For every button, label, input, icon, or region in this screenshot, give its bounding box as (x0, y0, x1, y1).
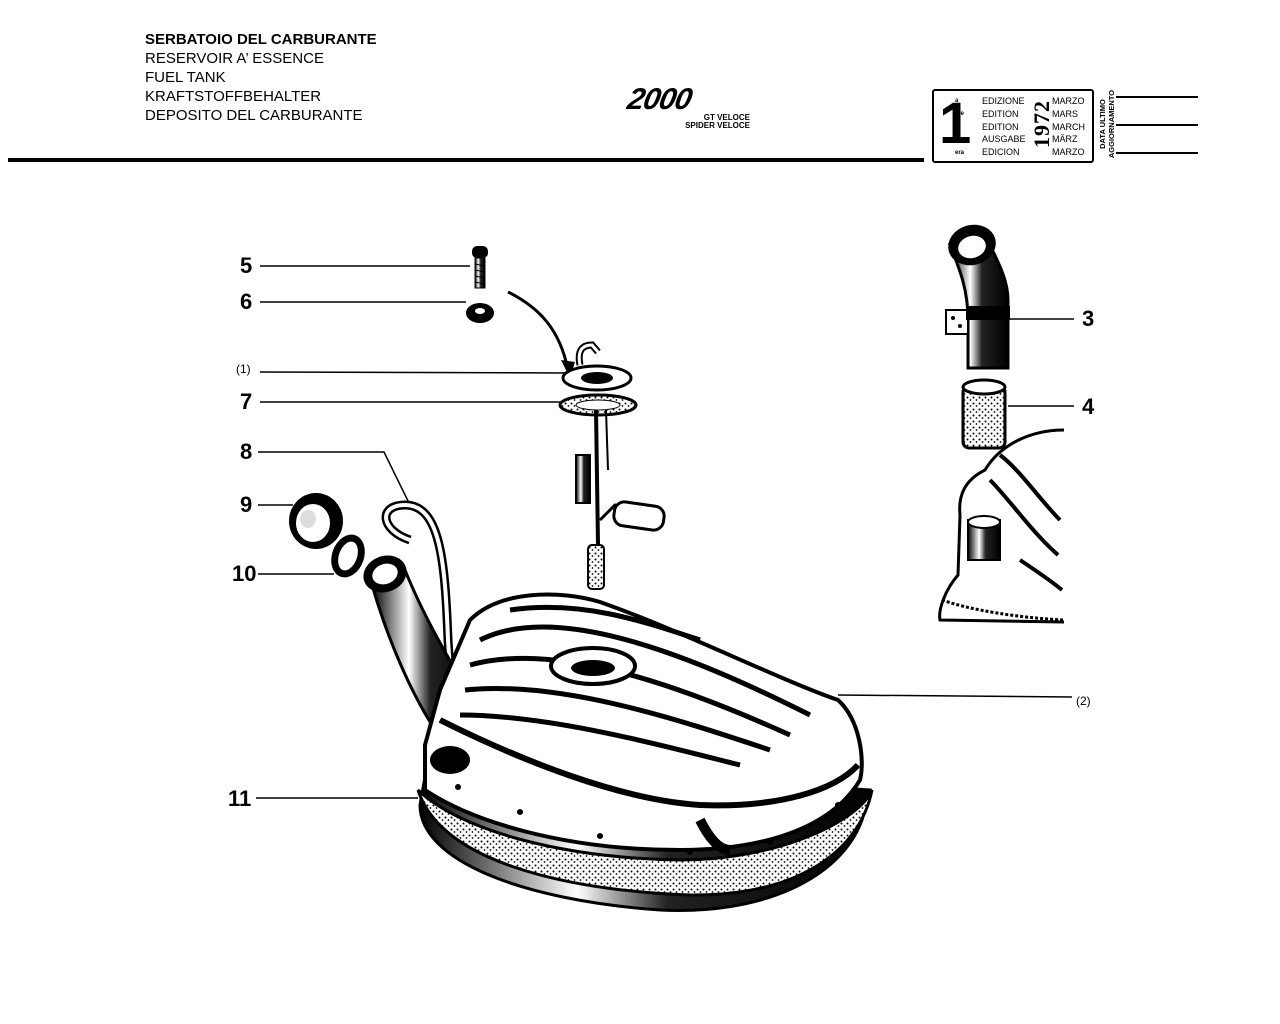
fuel-tank (416, 592, 874, 912)
washer-part (466, 303, 494, 323)
filler-hose-sleeve (961, 378, 1007, 450)
header-divider (8, 158, 924, 162)
callout-8: 8 (240, 439, 253, 464)
model-logo: 2000 GT VELOCE SPIDER VELOCE (625, 83, 754, 130)
title-spanish: DEPOSITO DEL CARBURANTE (145, 107, 363, 124)
callout-1: (1) (236, 362, 251, 376)
screw-part (472, 246, 488, 289)
edition-suffix: a (955, 98, 959, 104)
edition-month: MÄRZ (1052, 134, 1078, 145)
edition-suffix: st (955, 124, 961, 130)
callout-4: 4 (1082, 394, 1095, 419)
edition-words: EDIZIONE EDITION EDITION AUSGABE EDICION (982, 95, 1026, 159)
leader-lines (256, 265, 1074, 799)
tank-detail-inset (938, 428, 1065, 624)
edition-word: EDITION (982, 108, 1019, 119)
edition-suffix: era (955, 150, 965, 156)
edition-word: EDIZIONE (982, 96, 1025, 106)
title-german: KRAFTSTOFFBEHALTER (145, 88, 322, 105)
callout-2: (2) (1076, 694, 1091, 708)
callout-10: 10 (232, 561, 257, 586)
edition-number: 1 (939, 91, 972, 156)
callout-5: 5 (240, 253, 253, 278)
edition-month: MARZO (1052, 96, 1085, 106)
model-line-spider: SPIDER VELOCE (685, 121, 750, 130)
edition-month: MARS (1052, 108, 1079, 119)
update-date-line (1116, 124, 1198, 126)
model-line-gt: GT VELOCE (703, 113, 750, 122)
title-english: FUEL TANK (145, 69, 226, 86)
edition-word: EDICION (982, 147, 1020, 158)
edition-month: MARZO (1052, 147, 1085, 158)
fuel-level-sender (558, 341, 666, 590)
title-block: SERBATOIO DEL CARBURANTE RESERVOIR A’ ES… (145, 30, 377, 125)
edition-months: MARZO MARS MARCH MÄRZ MARZO (1052, 95, 1085, 159)
assembly-arrow (507, 290, 570, 371)
callout-7: 7 (240, 389, 253, 414)
leader-1 (259, 371, 569, 374)
leader-2 (837, 694, 1073, 698)
cap-seal (331, 534, 365, 578)
assembly-arrow-head (561, 360, 575, 378)
callout-9: 9 (240, 492, 253, 517)
filler-cap (289, 493, 343, 549)
title-italian: SERBATOIO DEL CARBURANTE (145, 31, 377, 48)
edition-suffix: . (955, 137, 957, 143)
title-french: RESERVOIR A’ ESSENCE (145, 50, 324, 67)
edition-month: MARCH (1052, 121, 1085, 132)
edition-stamp: 1 a ère st . era EDIZIONE EDITION EDITIO… (932, 89, 1094, 163)
leader-8 (258, 451, 411, 506)
edition-word: AUSGABE (982, 134, 1026, 145)
callout-3: 3 (1082, 306, 1095, 331)
edition-suffix: ère (955, 111, 965, 117)
upper-filler-pipe (945, 224, 1010, 370)
update-date-line (1116, 152, 1198, 154)
callout-6: 6 (240, 289, 253, 314)
edition-word: EDITION (982, 121, 1019, 132)
callout-11: 11 (228, 786, 252, 811)
update-date-line (1116, 96, 1198, 98)
